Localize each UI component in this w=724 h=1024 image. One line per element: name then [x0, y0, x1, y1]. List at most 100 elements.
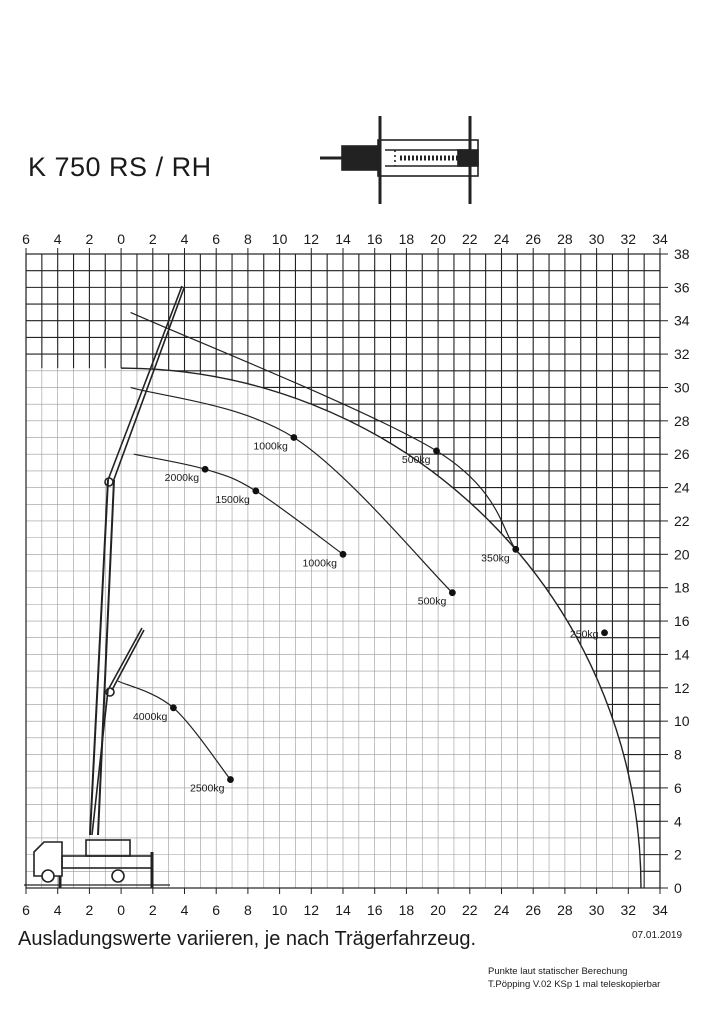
note-text: Ausladungswerte variieren, je nach Träge… — [18, 928, 477, 950]
x-tick-label-top: 2 — [86, 231, 94, 247]
x-tick-label-bottom: 28 — [557, 902, 573, 918]
x-tick-label-top: 26 — [525, 231, 541, 247]
load-curves: 500kg 350kg 1000kg 500kg 2000kg 1500kg 1000kg 4… — [117, 311, 608, 795]
truck-icon — [24, 839, 170, 888]
load-point — [227, 776, 234, 783]
x-tick-label-top: 28 — [557, 231, 573, 247]
y-tick-label: 18 — [674, 580, 690, 596]
y-tick-label: 6 — [674, 780, 682, 796]
load-curve — [117, 680, 231, 780]
left-blank-region — [26, 368, 120, 888]
load-point — [448, 589, 456, 597]
x-tick-label-bottom: 30 — [589, 902, 605, 918]
load-label: 2500kg — [190, 783, 225, 795]
x-tick-label-top: 2 — [149, 231, 157, 247]
x-tick-label-bottom: 24 — [494, 902, 510, 918]
y-tick-label: 24 — [674, 480, 690, 496]
x-tick-label-bottom: 12 — [304, 902, 320, 918]
x-tick-label-bottom: 26 — [525, 902, 541, 918]
load-curve — [130, 386, 453, 594]
boom-arm-icon — [89, 285, 185, 836]
x-tick-label-top: 6 — [22, 231, 30, 247]
y-tick-label: 28 — [674, 413, 690, 429]
x-tick-label-bottom: 18 — [399, 902, 415, 918]
x-tick-label-bottom: 20 — [430, 902, 446, 918]
load-label: 1500kg — [215, 494, 250, 506]
x-tick-label-top: 12 — [304, 231, 320, 247]
y-tick-label: 30 — [674, 379, 690, 395]
load-point — [252, 487, 260, 495]
x-tick-label-bottom: 16 — [367, 902, 383, 918]
load-label: 1000kg — [303, 557, 338, 569]
load-point — [170, 704, 177, 712]
y-tick-label: 26 — [674, 446, 690, 462]
y-tick-label: 32 — [674, 346, 690, 362]
x-tick-label-bottom: 32 — [621, 902, 637, 918]
load-label: 1000kg — [253, 441, 288, 453]
x-tick-label-bottom: 10 — [272, 902, 288, 918]
x-tick-label-bottom: 0 — [117, 902, 125, 918]
load-curve — [133, 453, 344, 555]
chart-grid — [25, 253, 661, 889]
x-tick-label-bottom: 2 — [86, 902, 94, 918]
load-label: 500kg — [418, 596, 447, 608]
x-tick-label-bottom: 4 — [181, 902, 189, 918]
x-tick-label-bottom: 2 — [149, 902, 157, 918]
y-tick-label: 0 — [674, 880, 682, 896]
page-title: K 750 RS / RH — [28, 152, 212, 182]
chart-axes: 6644220022446688101012121414161618182020… — [22, 231, 690, 918]
x-tick-label-top: 32 — [621, 231, 637, 247]
footer-line-1: Punkte laut statischer Berechung — [488, 966, 628, 977]
y-tick-label: 36 — [674, 279, 690, 295]
footer-line-2: T.Pöpping V.02 KSp 1 mal teleskopierbar — [488, 979, 661, 990]
x-tick-label-bottom: 6 — [212, 902, 220, 918]
load-point — [290, 434, 298, 441]
x-tick-label-bottom: 6 — [22, 902, 30, 918]
x-tick-label-top: 8 — [244, 231, 252, 247]
x-tick-label-top: 4 — [54, 231, 62, 247]
load-curve — [130, 311, 517, 550]
load-label: 350kg — [481, 552, 510, 564]
load-point — [512, 545, 520, 553]
x-tick-label-bottom: 4 — [54, 902, 62, 918]
load-label: 500kg — [402, 454, 431, 466]
x-tick-label-top: 20 — [430, 231, 446, 247]
y-tick-label: 14 — [674, 646, 690, 662]
x-tick-label-top: 6 — [212, 231, 220, 247]
y-tick-label: 10 — [674, 713, 690, 729]
x-tick-label-top: 4 — [181, 231, 189, 247]
y-tick-label: 20 — [674, 546, 690, 562]
x-tick-label-top: 24 — [494, 231, 510, 247]
y-tick-label: 16 — [674, 613, 690, 629]
y-tick-label: 38 — [674, 246, 690, 262]
crane-top-view-icon — [320, 116, 479, 204]
x-tick-label-top: 14 — [335, 231, 351, 247]
x-tick-label-top: 34 — [652, 231, 668, 247]
x-tick-label-bottom: 34 — [652, 902, 668, 918]
x-tick-label-top: 10 — [272, 231, 288, 247]
x-tick-label-top: 0 — [117, 231, 125, 247]
y-tick-label: 8 — [674, 747, 682, 763]
y-tick-label: 22 — [674, 513, 690, 529]
x-tick-label-bottom: 8 — [244, 902, 252, 918]
x-tick-label-bottom: 22 — [462, 902, 478, 918]
load-point — [201, 465, 209, 473]
y-tick-label: 4 — [674, 813, 682, 829]
x-tick-label-top: 22 — [462, 231, 478, 247]
load-label: 250kg — [570, 629, 599, 641]
x-tick-label-top: 16 — [367, 231, 383, 247]
envelope-arc — [121, 367, 642, 889]
chart-date: 07.01.2019 — [632, 930, 683, 941]
y-tick-label: 12 — [674, 680, 690, 696]
y-tick-label: 34 — [674, 313, 690, 329]
x-tick-label-top: 18 — [399, 231, 415, 247]
x-tick-label-bottom: 14 — [335, 902, 351, 918]
load-point — [433, 447, 440, 455]
load-point — [601, 629, 608, 637]
load-label: 4000kg — [133, 711, 168, 723]
y-tick-label: 2 — [674, 847, 682, 863]
load-label: 2000kg — [165, 472, 200, 484]
x-tick-label-top: 30 — [589, 231, 605, 247]
load-point — [339, 550, 347, 558]
